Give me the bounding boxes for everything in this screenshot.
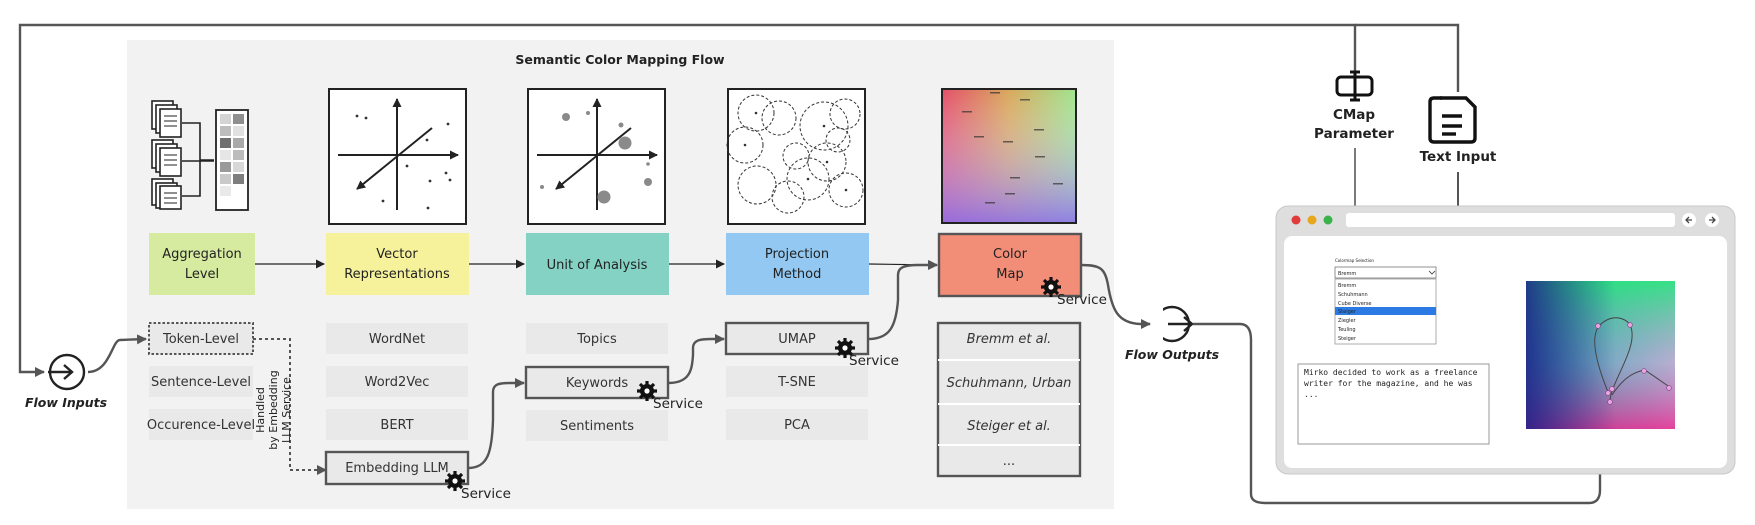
svg-text:LLM Service: LLM Service xyxy=(280,377,293,443)
projection-thumbnail xyxy=(726,88,866,225)
flow-title: Semantic Color Mapping Flow xyxy=(515,52,725,67)
stage-colormap-label-1: Color xyxy=(993,247,1028,262)
stage-aggregation[interactable]: Aggregation Level xyxy=(149,233,255,295)
option-more[interactable]: ... xyxy=(1003,454,1015,469)
vector-space-thumbnail xyxy=(328,88,467,225)
option-keywords-label: Keywords xyxy=(566,376,629,391)
option-sentiments-label: Sentiments xyxy=(560,419,634,434)
text-input-wire xyxy=(1355,23,1460,92)
umap-to-colormap-wire xyxy=(867,260,938,341)
back-button[interactable] xyxy=(1682,213,1696,227)
flow-inputs-icon xyxy=(48,353,86,391)
cmap-select-label: Colormap Selection xyxy=(1335,258,1374,263)
cmap-option-selected[interactable]: Steiger xyxy=(1338,309,1357,315)
handled-dotted-wire xyxy=(253,338,327,475)
cmap-parameter-label-1: CMap xyxy=(1333,107,1375,123)
option-tsne-label: T-SNE xyxy=(777,375,816,390)
option-steiger[interactable]: Steiger et al. xyxy=(967,419,1051,434)
service-label-embedding: Service xyxy=(461,486,511,502)
stage-projection-label-2: Method xyxy=(773,267,822,282)
option-bert[interactable]: BERT xyxy=(326,409,468,440)
cmap-option[interactable]: Bremm xyxy=(1338,283,1356,289)
option-sentence-level-label: Sentence-Level xyxy=(151,375,251,390)
option-embedding-llm[interactable]: Embedding LLM xyxy=(324,450,470,486)
option-occurence-level-label: Occurence-Level xyxy=(147,418,255,433)
cmap-option[interactable]: Steiger xyxy=(1338,336,1357,342)
cmap-dropdown-list[interactable]: Bremm Schuhmann Cube Diverse Steiger Zie… xyxy=(1334,278,1437,345)
color-map-thumbnail xyxy=(941,88,1077,224)
cmap-parameter-icon xyxy=(1335,70,1374,102)
text-input-label: Text Input xyxy=(1420,149,1497,165)
cmap-option[interactable]: Teuling xyxy=(1337,327,1356,333)
address-bar[interactable] xyxy=(1346,213,1675,227)
text-input-area[interactable]: Mirko decided to work as a freelance wri… xyxy=(1297,363,1490,445)
flow-inputs-label: Flow Inputs xyxy=(25,395,107,410)
cmap-parameter-label-2: Parameter xyxy=(1314,126,1394,142)
option-tsne[interactable]: T-SNE xyxy=(726,366,868,397)
option-wordnet[interactable]: WordNet xyxy=(326,323,468,354)
stage-vector-label-1: Vector xyxy=(376,247,418,262)
document-icon xyxy=(1428,96,1477,144)
option-sentence-level[interactable]: Sentence-Level xyxy=(149,366,253,397)
service-label-keywords: Service xyxy=(653,396,703,412)
option-word2vec-label: Word2Vec xyxy=(365,375,430,390)
svg-text:by Embedding: by Embedding xyxy=(267,370,280,449)
option-occurence-level[interactable]: Occurence-Level xyxy=(147,409,255,440)
option-sentiments[interactable]: Sentiments xyxy=(526,410,668,441)
flow-outputs-icon xyxy=(1152,305,1194,343)
aggregation-thumbnail xyxy=(151,100,249,211)
option-pca[interactable]: PCA xyxy=(726,409,868,440)
stage-unit-of-analysis[interactable]: Unit of Analysis xyxy=(526,233,669,295)
service-label-colormap: Service xyxy=(1057,292,1107,308)
stage-aggregation-label-2: Level xyxy=(185,267,219,282)
maximize-dot-icon[interactable] xyxy=(1323,215,1333,225)
option-embedding-llm-label: Embedding LLM xyxy=(345,461,449,476)
app-colormap-output xyxy=(1526,281,1675,429)
cmap-option[interactable]: Ziegler xyxy=(1338,318,1357,324)
svg-text:writer for the magazine, and h: writer for the magazine, and he was xyxy=(1304,379,1473,388)
unit-analysis-thumbnail xyxy=(527,88,666,225)
option-word2vec[interactable]: Word2Vec xyxy=(326,366,468,397)
gear-icon xyxy=(445,277,1061,491)
cmap-select[interactable]: Bremm xyxy=(1334,266,1437,279)
option-bremm[interactable]: Bremm et al. xyxy=(967,332,1052,347)
option-token-level[interactable]: Token-Level xyxy=(148,322,254,355)
keywords-to-umap-wire xyxy=(667,334,725,385)
inputs-to-token-wire xyxy=(87,334,147,374)
stage-unit-label: Unit of Analysis xyxy=(547,258,648,273)
option-wordnet-label: WordNet xyxy=(369,332,425,347)
colormap-options-box xyxy=(936,321,1082,478)
input-loop-wire xyxy=(18,23,1357,377)
embedding-to-keywords-wire xyxy=(467,378,525,470)
option-umap-label: UMAP xyxy=(778,332,816,347)
minimize-dot-icon[interactable] xyxy=(1307,215,1317,225)
option-topics-label: Topics xyxy=(576,332,617,347)
stage-vector-representations[interactable]: Vector Representations xyxy=(326,233,469,295)
svg-text:Mirko decided to work as a fre: Mirko decided to work as a freelance xyxy=(1304,368,1478,377)
flow-outputs-label: Flow Outputs xyxy=(1125,347,1219,362)
outputs-to-app-wire xyxy=(1193,322,1605,505)
close-dot-icon[interactable] xyxy=(1291,215,1301,225)
stage-projection-label-1: Projection xyxy=(765,247,829,262)
option-schuhmann-urban[interactable]: Schuhmann, Urban xyxy=(947,376,1072,391)
option-bert-label: BERT xyxy=(380,418,413,433)
cmap-option[interactable]: Schuhmann xyxy=(1338,292,1368,298)
option-topics[interactable]: Topics xyxy=(526,323,668,354)
service-label-umap: Service xyxy=(849,353,899,369)
stage-vector-label-2: Representations xyxy=(344,267,450,282)
svg-text:Bremm: Bremm xyxy=(1338,271,1356,277)
stage-projection-method[interactable]: Projection Method xyxy=(726,233,869,295)
stage-aggregation-label-1: Aggregation xyxy=(162,247,242,262)
option-pca-label: PCA xyxy=(784,418,810,433)
option-token-level-label: Token-Level xyxy=(162,332,239,347)
colormap-to-outputs-wire xyxy=(1080,263,1151,329)
svg-text:...: ... xyxy=(1304,390,1318,399)
cmap-option[interactable]: Cube Diverse xyxy=(1338,301,1372,307)
stage-colormap-label-2: Map xyxy=(996,267,1023,282)
svg-text:Handled: Handled xyxy=(254,387,267,433)
handled-note: Handled by Embedding LLM Service xyxy=(254,370,293,449)
forward-button[interactable] xyxy=(1705,213,1719,227)
